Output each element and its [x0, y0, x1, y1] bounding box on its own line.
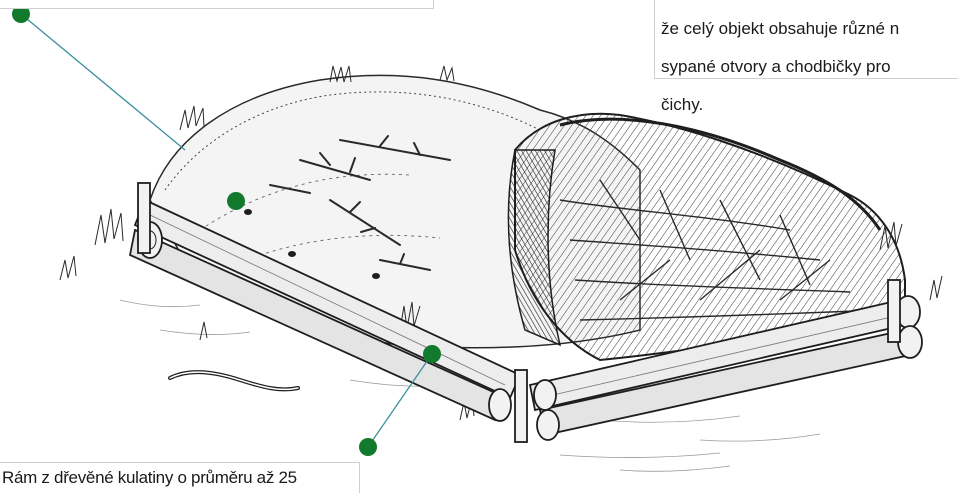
callout-text-top-right: že celý objekt obsahuje různé n sypané o…: [661, 0, 958, 133]
callout-box-top-left: [0, 0, 434, 9]
snake-figure: [170, 372, 298, 389]
marker-dot-mound: [227, 192, 245, 210]
leader-line-top: [21, 14, 185, 150]
callout-box-bottom-left: Rám z dřevěné kulatiny o průměru až 25: [0, 462, 360, 493]
illustration-stage: že celý objekt obsahuje různé n sypané o…: [0, 0, 958, 483]
callout-line-2: sypané otvory a chodbičky pro: [661, 57, 958, 76]
callout-text-bottom-left: Rám z dřevěné kulatiny o průměru až 25: [2, 468, 297, 487]
marker-dot-frame: [423, 345, 441, 363]
callout-box-top-right: že celý objekt obsahuje různé n sypané o…: [654, 0, 958, 79]
marker-dot-bottom: [359, 438, 377, 456]
callout-line-3: čichy.: [661, 95, 958, 114]
callout-line-1: že celý objekt obsahuje různé n: [661, 19, 958, 38]
snake-highlight: [170, 372, 298, 389]
